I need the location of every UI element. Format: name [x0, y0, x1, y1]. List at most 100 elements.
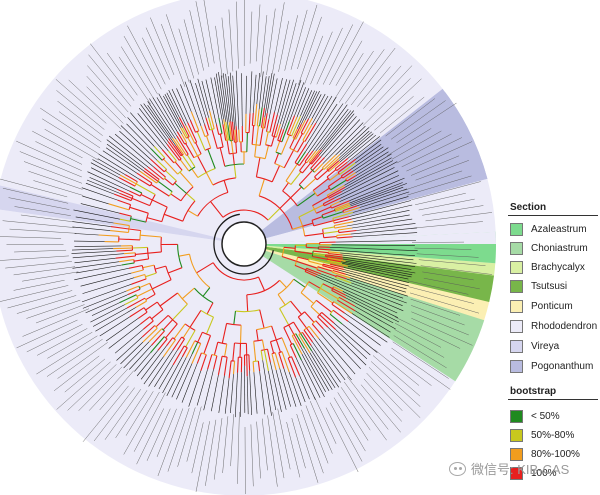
branch-line [268, 370, 277, 411]
tip-label-line [46, 339, 103, 377]
branch-line [334, 202, 350, 210]
branch-line [167, 150, 177, 162]
branch-line [317, 266, 333, 272]
branch-line [134, 352, 151, 372]
tip-label-line [304, 35, 324, 85]
branch-line [248, 113, 251, 133]
branch-line [235, 70, 240, 130]
branch-line [118, 238, 140, 241]
branch-line [81, 283, 132, 303]
branch-line [271, 325, 277, 341]
tip-label-line [2, 187, 69, 204]
tip-label-line [360, 384, 401, 433]
branch-line [147, 251, 162, 254]
tip-label-line [366, 372, 403, 411]
branch-line [195, 142, 202, 155]
branch-line [191, 343, 202, 364]
tip-label-line [8, 197, 70, 210]
branch-line [246, 294, 249, 312]
branch-line [293, 123, 302, 139]
tip-label-line [425, 212, 493, 222]
branch-line [245, 75, 247, 114]
tip-label-line [88, 368, 129, 411]
tip-label-line [394, 323, 442, 348]
branch-line [292, 343, 302, 361]
branch-line [310, 345, 340, 388]
branch-line [300, 90, 313, 117]
branch-line [304, 90, 320, 121]
branch-line [281, 121, 290, 142]
branch-line [307, 103, 344, 154]
branch-line [108, 323, 141, 349]
branch-line [80, 272, 132, 287]
branch-line [197, 331, 203, 343]
branch-line [303, 118, 313, 135]
branch-line [139, 282, 150, 289]
tip-label-line [409, 292, 480, 314]
branch-line [126, 297, 146, 309]
branch-line [113, 247, 133, 250]
branch-line [190, 111, 200, 132]
branch-line [102, 150, 138, 174]
legend-label-bootstrap-100: 100% [531, 467, 557, 479]
branch-line [327, 257, 346, 262]
branch-line [123, 341, 150, 369]
tip-label-line [16, 140, 82, 171]
branch-line [347, 136, 380, 163]
tip-label-line [35, 304, 85, 324]
tip-label-line [35, 141, 83, 165]
branch-line [150, 336, 165, 353]
branch-line [135, 183, 156, 195]
branch-line [302, 124, 313, 141]
branch-line [297, 192, 316, 207]
branch-arc [149, 182, 153, 187]
branch-line [269, 112, 276, 133]
branch-line [154, 349, 178, 387]
branch-line [149, 158, 165, 173]
branch-line [331, 303, 345, 314]
branch-line [320, 333, 356, 375]
branch-line [128, 228, 141, 232]
branch-line [339, 133, 374, 163]
tip-label-line [205, 419, 217, 486]
branch-line [275, 339, 281, 353]
branch-line [114, 328, 144, 354]
tip-label-line [36, 328, 88, 356]
branch-line [296, 260, 318, 269]
branch-line [170, 193, 182, 202]
branch-line [330, 179, 347, 191]
branch-line [106, 139, 145, 169]
branch-line [127, 288, 141, 296]
watermark-text: 微信号: KIB-CAS [471, 462, 570, 477]
branch-line [332, 288, 346, 296]
branch-line [136, 172, 153, 184]
branch-line [281, 255, 297, 262]
legend-label-azaleastrum: Azaleastrum [531, 223, 587, 235]
tip-label-line [408, 286, 474, 304]
branch-line [316, 206, 332, 214]
branch-line [330, 201, 340, 207]
branch-line [228, 122, 232, 141]
tip-label-line [2, 220, 75, 228]
branch-line [174, 161, 183, 171]
branch-line [338, 130, 370, 159]
branch-line [130, 218, 147, 223]
branch-line [294, 87, 306, 116]
branch-line [218, 375, 225, 413]
legend-swatch-brachycalyx [510, 260, 523, 274]
branch-line [330, 249, 415, 256]
branch-line [255, 329, 259, 341]
branch-line [260, 350, 264, 361]
branch-line [304, 348, 330, 391]
branch-line [189, 310, 202, 328]
branch-line [72, 261, 120, 269]
branch-line [311, 216, 323, 221]
legend-swatch-bootstrap-100 [510, 466, 523, 480]
branch-line [332, 309, 349, 322]
tip-label-line [195, 1, 210, 67]
tip-label-line [396, 133, 452, 164]
branch-line [336, 274, 347, 280]
tip-label-line [203, 0, 215, 64]
branch-line [264, 72, 273, 118]
branch-line [311, 323, 322, 335]
